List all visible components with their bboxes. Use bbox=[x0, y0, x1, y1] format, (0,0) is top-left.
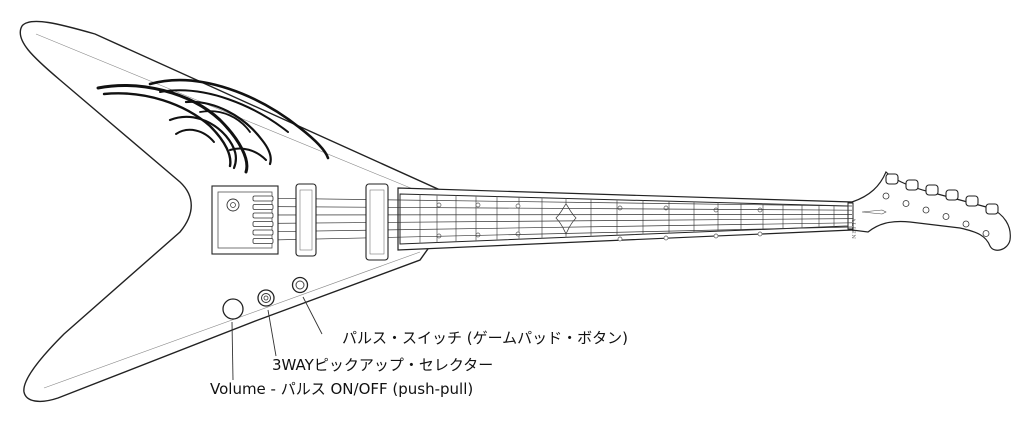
tuner-post bbox=[962, 220, 970, 228]
inlay-dot bbox=[475, 232, 481, 238]
neck-pickup bbox=[365, 183, 389, 261]
inlay-dot bbox=[757, 231, 763, 237]
saddle bbox=[252, 229, 274, 236]
tuner-post bbox=[882, 192, 890, 200]
string bbox=[249, 218, 853, 224]
headstock-brand: ALIEN bbox=[850, 218, 856, 240]
tuner-button bbox=[985, 203, 999, 215]
inlay-dot bbox=[436, 202, 442, 208]
leader-pulse-switch bbox=[302, 296, 323, 335]
tuner-post bbox=[982, 230, 990, 237]
pickup-selector-switch[interactable] bbox=[257, 289, 275, 307]
callout-pulse-switch: パルス・スイッチ (ゲームパッド・ボタン) bbox=[342, 329, 629, 347]
callout-volume: Volume - パルス ON/OFF (push-pull) bbox=[210, 380, 474, 398]
string bbox=[249, 214, 853, 216]
headstock bbox=[851, 170, 1011, 251]
saddle bbox=[252, 195, 274, 202]
leader-selector bbox=[267, 309, 277, 357]
bridge-saddles bbox=[252, 195, 274, 244]
tuner-button bbox=[885, 173, 899, 185]
tribal-graphic bbox=[96, 78, 330, 174]
tuner-button bbox=[945, 189, 959, 201]
tuners bbox=[882, 173, 999, 237]
tuner-button bbox=[925, 184, 939, 196]
nut bbox=[847, 202, 854, 230]
inlay-dot bbox=[663, 235, 669, 241]
inlay-dot bbox=[713, 207, 719, 213]
tuner-post bbox=[902, 200, 910, 207]
saddle bbox=[252, 238, 274, 244]
saddle bbox=[252, 221, 274, 227]
bridge-pickup bbox=[295, 183, 317, 257]
strings bbox=[249, 197, 853, 241]
inlay-dot bbox=[713, 233, 719, 239]
tuner-button bbox=[965, 195, 979, 207]
inlay-dot bbox=[515, 203, 521, 209]
tuner-post bbox=[922, 206, 930, 214]
inlay-dot bbox=[475, 202, 481, 208]
saddle bbox=[252, 204, 274, 210]
tuner-button bbox=[905, 179, 919, 191]
string bbox=[249, 226, 853, 241]
inlay-dot bbox=[617, 205, 623, 211]
bridge-knob-inner bbox=[230, 202, 236, 208]
inlay-dot bbox=[757, 207, 763, 213]
leader-volume bbox=[231, 321, 234, 381]
volume-knob[interactable] bbox=[222, 298, 244, 320]
saddle bbox=[252, 212, 274, 219]
string bbox=[249, 197, 853, 207]
inlay-dot bbox=[617, 236, 623, 242]
string bbox=[249, 222, 853, 233]
inlay-ornament bbox=[555, 203, 577, 235]
inlay-dot bbox=[515, 231, 521, 237]
tuner-post bbox=[942, 213, 950, 220]
callout-pickup-selector: 3WAYピックアップ・セレクター bbox=[272, 356, 494, 374]
pulse-switch-button[interactable] bbox=[291, 276, 309, 294]
truss-rod-cover bbox=[861, 209, 887, 215]
string bbox=[249, 206, 853, 211]
